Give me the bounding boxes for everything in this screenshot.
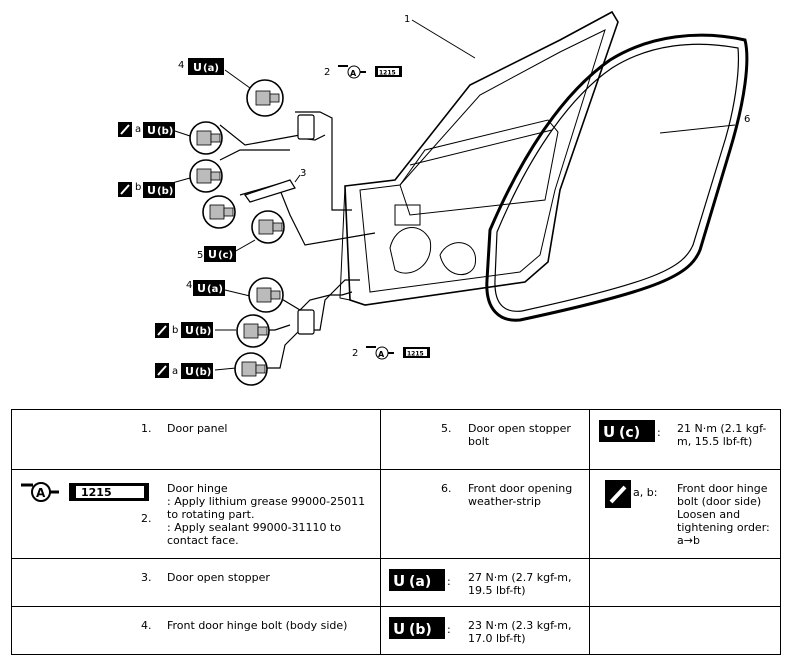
svg-text:(b): (b) [195,367,211,378]
legend-table: 1. Door panel 5. Door open stopper bolt … [11,409,781,655]
order-icon-lower-b [155,323,169,338]
legend-cell-2: A 1215 2. Door hinge : Apply lithium gre… [11,469,381,559]
torque-symbol-b-lower-2: U (b) [181,363,213,379]
torque-symbol-c: U (c) [204,246,236,262]
torque-symbol-b-lower: U (b) [181,322,213,338]
svg-text:(a): (a) [203,63,219,74]
legend-num-3: 3. [141,571,152,584]
callout-b-lower: b [172,325,178,336]
svg-text:1215: 1215 [407,351,424,358]
callout-5: 5 [197,250,203,261]
callout-a-lower: a [172,366,178,377]
callout-6: 6 [744,114,750,125]
callout-2-lower: 2 [352,348,358,359]
legend-cell-1: 1. Door panel [11,409,381,470]
legend-num-6: 6. [441,482,452,495]
legend-text-2: Door hinge : Apply lithium grease 99000-… [167,482,366,547]
svg-text:U: U [147,184,156,197]
door-stopper [244,179,296,203]
legend-num-5: 5. [441,422,452,435]
legend-cell-torque-a: U(a) : 27 N·m (2.7 kgf-m, 19.5 lbf-ft) [380,558,590,607]
legend-cell-order: a, b: Front door hinge bolt (door side) … [589,469,781,559]
svg-text:U: U [193,61,202,74]
callout-b-upper: b [135,182,141,193]
svg-text:(b): (b) [157,126,173,137]
torque-a-value: 27 N·m (2.7 kgf-m, 19.5 lbf-ft) [468,571,572,597]
svg-text:A: A [350,69,357,78]
legend-cell-5: 5. Door open stopper bolt [380,409,590,470]
torque-c-icon: U(c) [599,420,655,442]
legend-cell-6: 6. Front door opening weather-strip [380,469,590,559]
torque-symbol-b-upper-2: U (b) [143,182,175,198]
svg-text:(b): (b) [409,622,432,638]
svg-text:U: U [393,620,405,638]
legend-text-1: Door panel [167,422,228,435]
svg-text:U: U [208,248,217,261]
legend-cell-4: 4. Front door hinge bolt (body side) [11,606,381,655]
svg-text:U: U [393,572,405,590]
legend-num-2: 2. [141,512,152,525]
legend-text-5: Door open stopper bolt [468,422,571,448]
door-panel-outline [344,10,619,306]
order-icon-lower-a [155,363,169,378]
torque-a-icon: U(a) [389,569,445,591]
svg-text:(a): (a) [207,284,223,295]
svg-text:1215: 1215 [81,486,112,499]
weather-strip-outline [485,33,749,322]
svg-text:A: A [378,350,385,359]
loosen-order-icon [605,480,631,508]
legend-num-4: 4. [141,619,152,632]
grease-sealant-symbol-lower: A 1215 [366,346,430,360]
torque-b-value: 23 N·m (2.3 kgf-m, 17.0 lbf-ft) [468,619,572,645]
callout-a-upper: a [135,124,141,135]
upper-hinge [297,114,315,140]
legend-cell-torque-c: U(c) : 21 N·m (2.1 kgf-m, 15.5 lbf-ft) [589,409,781,470]
door-assembly-diagram: 1 2 2 3 4 4 5 6 a b b a U (a) U (b) U (b… [118,10,750,386]
svg-text:A: A [36,486,46,500]
torque-symbol-a-upper: U (a) [188,58,224,75]
svg-text:U: U [185,324,194,337]
legend-cell-torque-b: U(b) : 23 N·m (2.3 kgf-m, 17.0 lbf-ft) [380,606,590,655]
legend-cell-empty-1 [589,558,781,607]
svg-text:1215: 1215 [379,70,396,77]
callout-3: 3 [300,168,306,179]
callout-4-lower: 4 [186,280,192,291]
torque-c-value: 21 N·m (2.1 kgf-m, 15.5 lbf-ft) [677,422,767,448]
torque-symbol-a-lower: U (a) [193,280,225,296]
svg-text:U: U [197,282,206,295]
grease-sealant-icon: A 1215 [21,482,149,502]
svg-text:U: U [603,423,615,441]
svg-text:U: U [147,124,156,137]
legend-num-1: 1. [141,422,152,435]
svg-text:(c): (c) [218,250,233,261]
legend-text-3: Door open stopper [167,571,270,584]
legend-cell-empty-2 [589,606,781,655]
svg-text:(b): (b) [195,326,211,337]
order-text: Front door hinge bolt (door side) Loosen… [677,482,770,547]
callout-1: 1 [404,14,410,25]
legend-text-4: Front door hinge bolt (body side) [167,619,348,632]
grease-sealant-symbol-upper: A 1215 [338,65,402,79]
svg-text:U: U [185,365,194,378]
order-icon-upper-a [118,122,132,137]
torque-b-icon: U(b) [389,617,445,639]
legend-text-6: Front door opening weather-strip [468,482,573,508]
lower-hinge [297,309,315,335]
svg-text:(a): (a) [409,574,431,590]
callout-4-upper: 4 [178,60,184,71]
legend-cell-3: 3. Door open stopper [11,558,381,607]
svg-text:(b): (b) [157,186,173,197]
callout-2-upper: 2 [324,67,330,78]
svg-text:(c): (c) [619,425,640,441]
order-icon-upper-b [118,182,132,197]
torque-symbol-b-upper: U (b) [143,122,175,138]
